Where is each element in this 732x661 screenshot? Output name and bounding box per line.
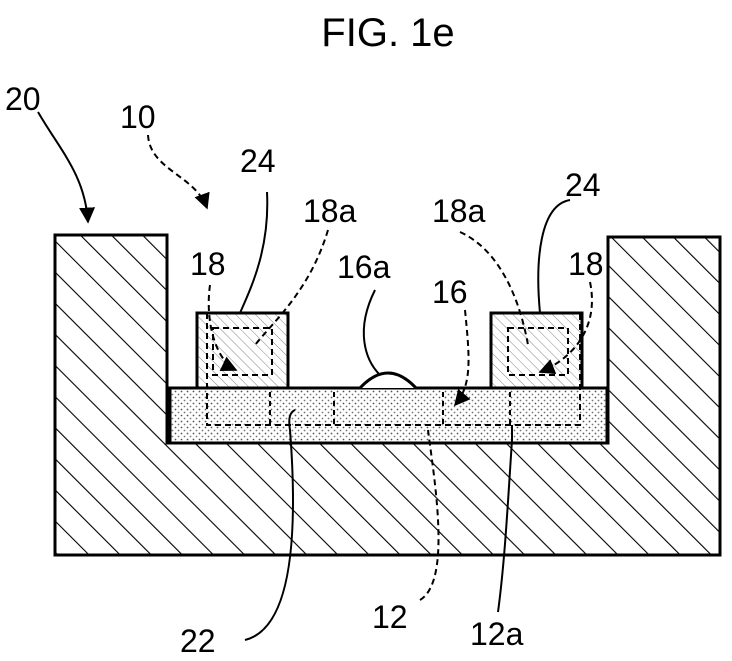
leader-24-left: [240, 192, 267, 313]
label-16: 16: [432, 274, 468, 310]
label-18a-left: 18a: [303, 193, 357, 229]
layer-22: [170, 388, 607, 443]
label-12a: 12a: [470, 616, 524, 652]
label-20: 20: [5, 81, 41, 117]
label-10: 10: [120, 99, 156, 135]
label-18a-right: 18a: [432, 193, 486, 229]
leader-16a: [364, 290, 380, 375]
leader-20: [38, 112, 88, 222]
electrode-24-left: [197, 313, 288, 388]
leader-24-right: [538, 200, 570, 313]
label-16a: 16a: [337, 249, 391, 285]
label-18-right: 18: [568, 246, 604, 282]
label-24-left: 24: [240, 143, 276, 179]
label-18-left: 18: [190, 246, 226, 282]
leader-10: [148, 135, 207, 208]
label-22: 22: [180, 623, 216, 659]
label-24-right: 24: [565, 167, 601, 203]
dome-16a: [360, 373, 416, 388]
label-12: 12: [372, 599, 408, 635]
figure-title: FIG. 1e: [321, 11, 454, 55]
